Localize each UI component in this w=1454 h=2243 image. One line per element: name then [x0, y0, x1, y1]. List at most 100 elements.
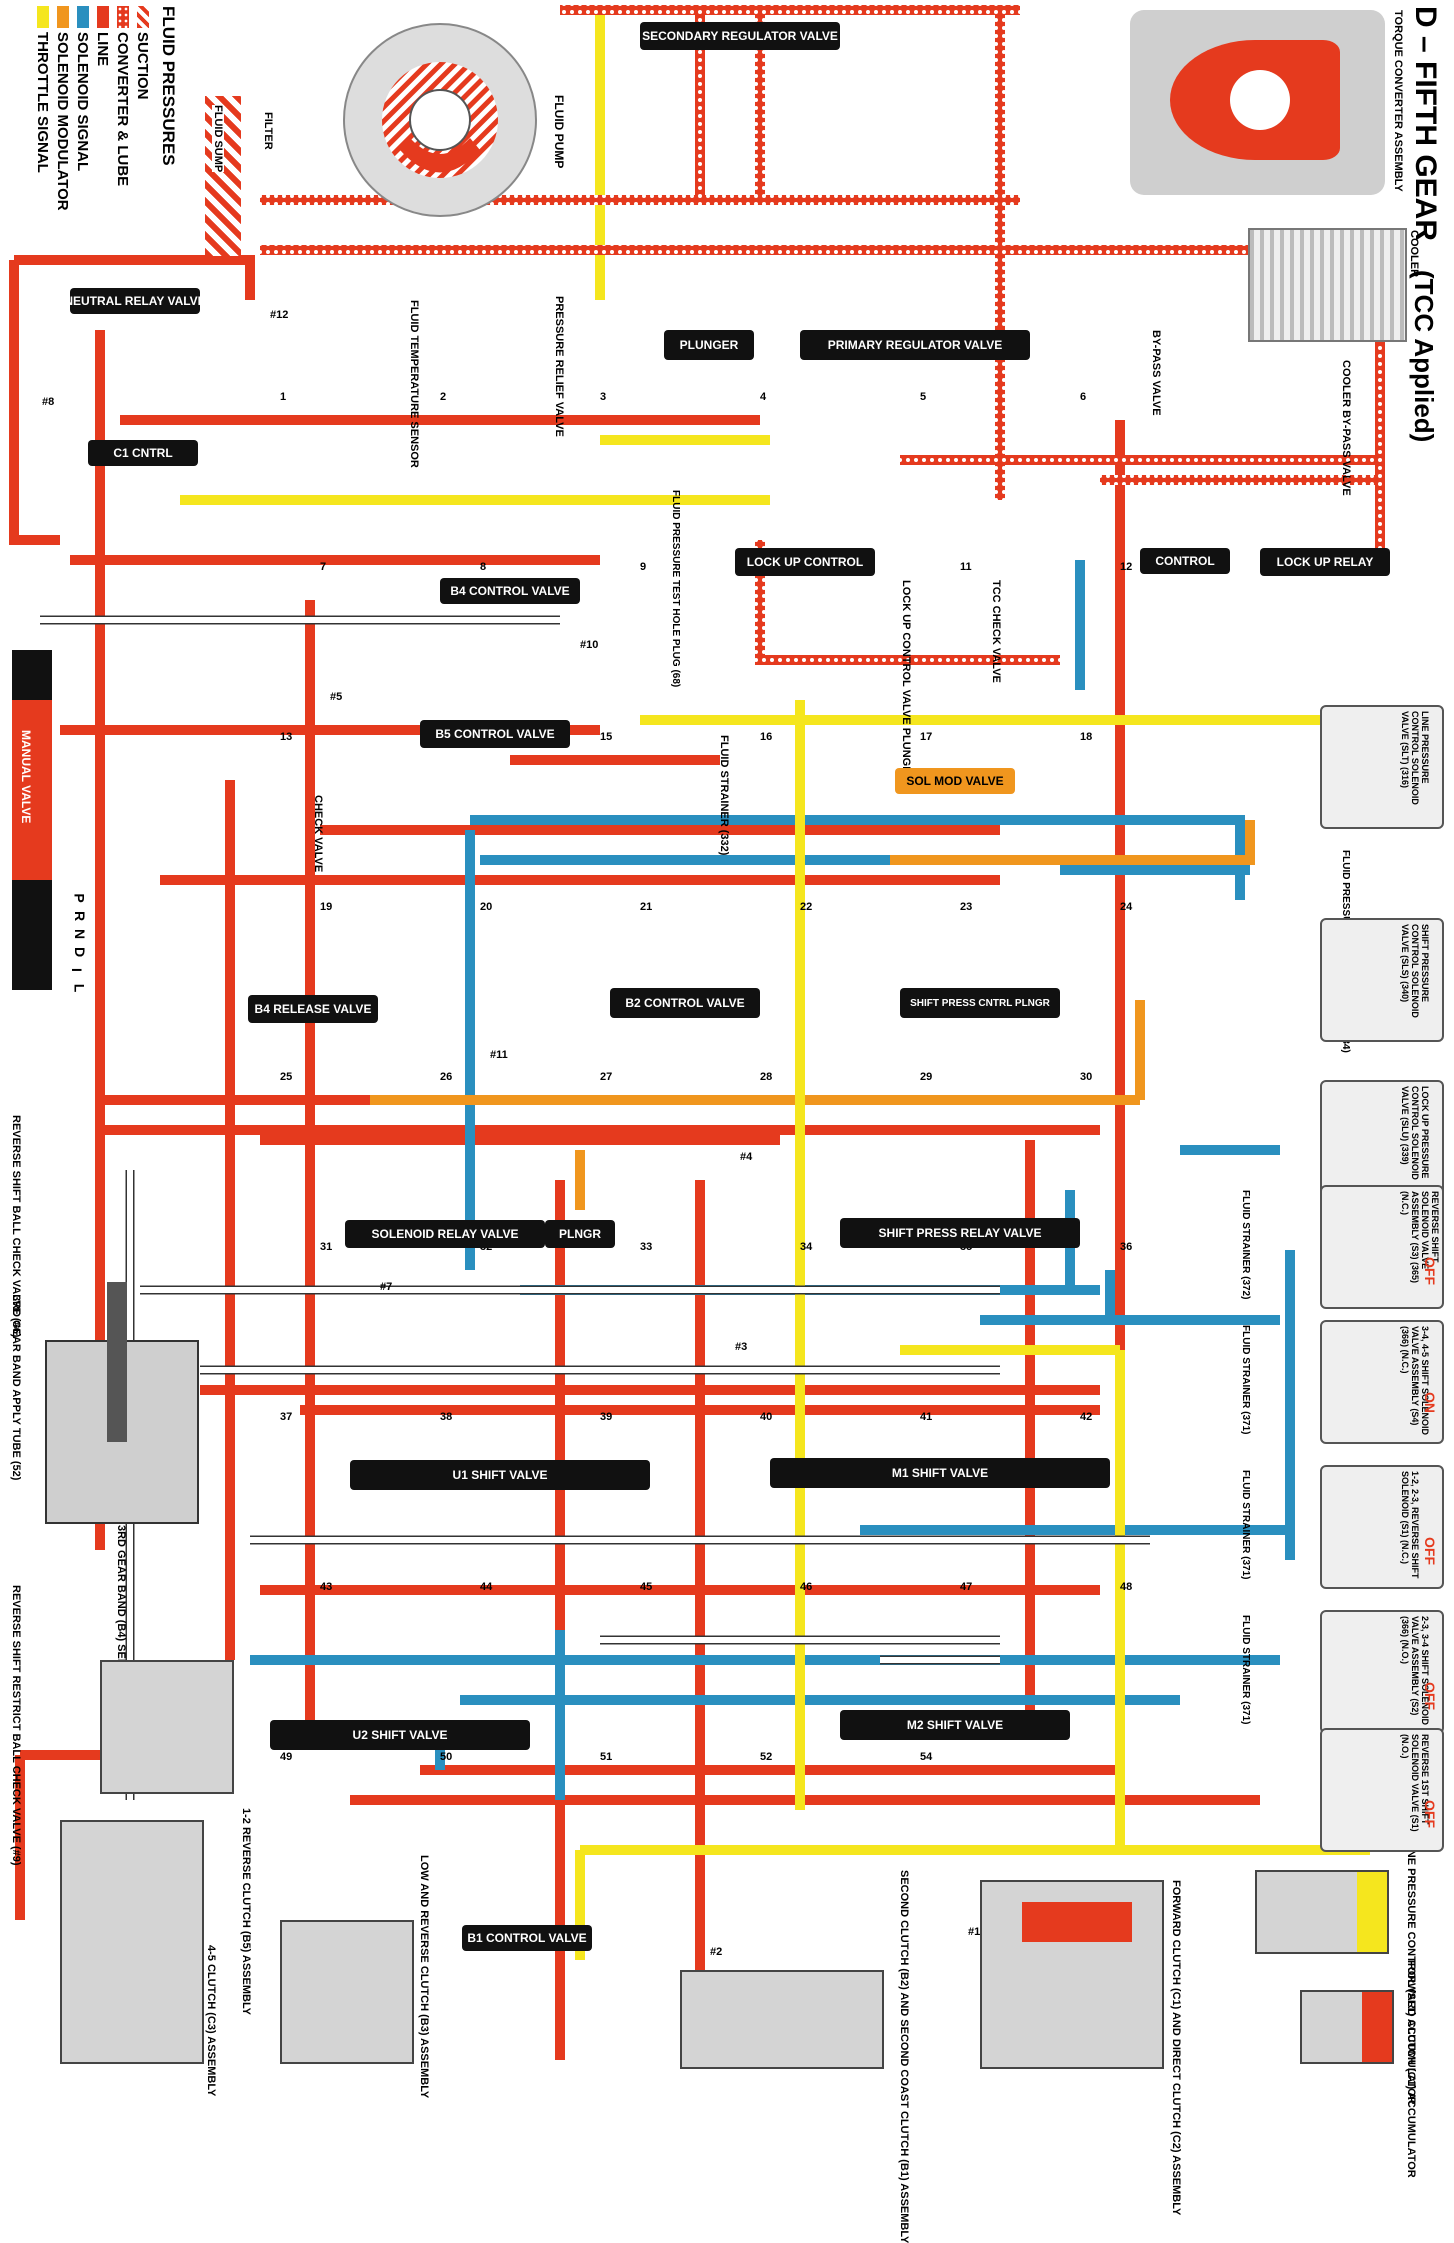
shift-press-control-plunger[interactable]: SHIFT PRESS CNTRL PLNGR: [900, 988, 1060, 1018]
circuit-number: 46: [800, 1581, 812, 1593]
fluid-sump-label: FLUID SUMP: [212, 105, 224, 173]
b2-control-valve[interactable]: B2 CONTROL VALVE: [610, 988, 760, 1018]
manual-position-d: D: [72, 946, 89, 958]
solenoid-assembly[interactable]: 1-2, 2-3, REVERSE SHIFT SOLENOID (S1) (N…: [1320, 1465, 1444, 1589]
m1-shift-valve[interactable]: M1 SHIFT VALVE: [770, 1458, 1110, 1488]
c3-clutch-label: 4-5 CLUTCH (C3) ASSEMBLY: [205, 1945, 217, 2097]
solenoid-assembly[interactable]: REVERSE SHIFT SOLENOID VALVE ASSEMBLY (S…: [1320, 1185, 1444, 1309]
sol-mod-valve[interactable]: SOL MOD VALVE: [895, 768, 1015, 794]
b1-control-valve[interactable]: B1 CONTROL VALVE: [462, 1925, 592, 1951]
solenoid-relay-plunger[interactable]: PLNGR: [545, 1220, 615, 1248]
manual-valve-label: MANUAL VALVE: [19, 730, 33, 824]
manual-position-l: L: [71, 983, 88, 993]
circuit-number: 5: [920, 391, 926, 403]
fluid-pump-graphic: [343, 23, 537, 217]
circuit-number: 21: [640, 901, 652, 913]
manual-position-r: R: [72, 910, 89, 922]
circuit-number: 51: [600, 1751, 612, 1763]
solenoid-state: OFF: [1422, 1682, 1438, 1710]
shift-press-relay-valve[interactable]: SHIFT PRESS RELAY VALVE: [840, 1218, 1080, 1248]
check-ball-label: #4: [740, 1151, 753, 1163]
solenoid-label: REVERSE SHIFT SOLENOID VALVE ASSEMBLY (S…: [1400, 1191, 1440, 1284]
circuit-number: 40: [760, 1411, 772, 1423]
b5-control-valve[interactable]: B5 CONTROL VALVE: [420, 720, 570, 748]
legend-item: SOLENOID SIGNAL: [74, 6, 91, 171]
u2-shift-valve[interactable]: U2 SHIFT VALVE: [270, 1720, 530, 1750]
control-valve[interactable]: CONTROL: [1140, 548, 1230, 574]
check-ball-label: #5: [330, 691, 342, 703]
cooler-label: COOLER: [1408, 230, 1420, 278]
solenoid-label: 3-4, 4-5 SHIFT SOLENOID VALVE ASSEMBLY (…: [1400, 1326, 1430, 1436]
primary-regulator-valve[interactable]: PRIMARY REGULATOR VALVE: [800, 330, 1030, 360]
circuit-number: 20: [480, 901, 492, 913]
legend-label: SOLENOID MODULATOR: [54, 32, 71, 211]
circuit-number: 3: [600, 391, 606, 403]
solenoid-assembly[interactable]: REVERSE 1ST SHIFT SOLENOID VALVE (S1) (N…: [1320, 1728, 1444, 1852]
lock-up-relay-valve[interactable]: LOCK UP RELAY: [1260, 548, 1390, 576]
b4-control-valve[interactable]: B4 CONTROL VALVE: [440, 578, 580, 604]
circuit-number: 1: [280, 391, 286, 403]
b5-clutch-graphic: [100, 1660, 234, 1794]
solenoid-assembly[interactable]: 2-3, 3-4 SHIFT SOLENOID VALVE ASSEMBLY (…: [1320, 1610, 1444, 1734]
circuit-number: 2: [440, 391, 446, 403]
solenoid-state: ON: [1422, 1392, 1438, 1413]
legend-label: SOLENOID SIGNAL: [74, 32, 91, 172]
circuit-number: 50: [440, 1751, 452, 1763]
circuit-number: 9: [640, 561, 646, 573]
solenoid-label: LINE PRESSURE CONTROL SOLENOID VALVE (SL…: [1400, 711, 1430, 805]
tcc-check-valve-label: TCC CHECK VALVE: [990, 580, 1002, 683]
solenoid-state: OFF: [1422, 1800, 1438, 1828]
solenoid-label: REVERSE 1ST SHIFT SOLENOID VALVE (S1) (N…: [1400, 1734, 1430, 1832]
solenoid-assembly[interactable]: LINE PRESSURE CONTROL SOLENOID VALVE (SL…: [1320, 705, 1444, 829]
legend-label: LINE: [94, 32, 111, 67]
fluid-passage: [9, 260, 60, 545]
circuit-number: 39: [600, 1411, 612, 1423]
lock-up-plunger-label: LOCK UP CONTROL VALVE PLUNGER: [900, 580, 912, 782]
check-valve-label: CHECK VALVE: [312, 795, 324, 873]
legend-swatch: [36, 6, 49, 28]
circuit-number: 17: [920, 731, 932, 743]
lock-up-control-valve[interactable]: LOCK UP CONTROL: [735, 548, 875, 576]
circuit-number: 30: [1080, 1071, 1092, 1083]
check-ball-label: #3: [735, 1341, 747, 1353]
circuit-number: 22: [800, 901, 812, 913]
b3-clutch-label: LOW AND REVERSE CLUTCH (B3) ASSEMBLY: [418, 1855, 430, 2099]
c1-accumulator-graphic: [1300, 1990, 1394, 2064]
solenoid-relay-valve[interactable]: SOLENOID RELAY VALVE: [345, 1220, 545, 1248]
legend-swatch: [116, 6, 129, 28]
m2-shift-valve[interactable]: M2 SHIFT VALVE: [840, 1710, 1070, 1740]
solenoid-assembly[interactable]: 3-4, 4-5 SHIFT SOLENOID VALVE ASSEMBLY (…: [1320, 1320, 1444, 1444]
fluid-strainer-label: FLUID STRAINER (371): [1240, 1325, 1251, 1435]
circuit-number: 23: [960, 901, 972, 913]
filter-label: FILTER: [262, 112, 274, 150]
circuit-number: 25: [280, 1071, 292, 1083]
check-ball-label: #12: [270, 309, 288, 321]
b4-release-valve[interactable]: B4 RELEASE VALVE: [248, 995, 378, 1023]
fluid-passage: [755, 540, 1060, 665]
solenoid-state: OFF: [1422, 1537, 1438, 1565]
torque-converter-graphic: [1130, 10, 1385, 195]
circuit-number: 49: [280, 1751, 292, 1763]
solenoid-label: 1-2, 2-3, REVERSE SHIFT SOLENOID (S1) (N…: [1400, 1471, 1420, 1579]
solenoid-assembly[interactable]: SHIFT PRESSURE CONTROL SOLENOID VALVE (S…: [1320, 918, 1444, 1042]
u1-shift-valve[interactable]: U1 SHIFT VALVE: [350, 1460, 650, 1490]
circuit-number: 52: [760, 1751, 772, 1763]
solenoid-label: LOCK UP PRESSURE CONTROL SOLENOID VALVE …: [1400, 1086, 1430, 1180]
c1-control-valve[interactable]: C1 CNTRL: [88, 440, 198, 466]
circuit-number: 19: [320, 901, 332, 913]
fluid-strainer-label: FLUID STRAINER (371): [1240, 1615, 1251, 1725]
circuit-number: 15: [600, 731, 612, 743]
neutral-relay-valve[interactable]: NEUTRAL RELAY VALVE: [64, 288, 206, 314]
solenoid-label: 2-3, 3-4 SHIFT SOLENOID VALVE ASSEMBLY (…: [1400, 1616, 1430, 1726]
fluid-strainer-label: FLUID STRAINER (372): [1240, 1190, 1251, 1300]
test-plug-68-label: FLUID PRESSURE TEST HOLE PLUG (68): [670, 490, 681, 688]
circuit-number: 33: [640, 1241, 652, 1253]
plunger-valve[interactable]: PLUNGER: [664, 330, 754, 360]
reverse-shift-ball-check-label: REVERSE SHIFT BALL CHECK VALVE (#6): [10, 1115, 22, 1338]
solenoid-assembly[interactable]: LOCK UP PRESSURE CONTROL SOLENOID VALVE …: [1320, 1080, 1444, 1204]
fluid-passage: [14, 255, 255, 300]
circuit-number: 34: [800, 1241, 813, 1253]
legend-swatch: [56, 6, 69, 28]
circuit-number: 31: [320, 1241, 332, 1253]
secondary-regulator-valve[interactable]: SECONDARY REGULATOR VALVE: [640, 22, 840, 50]
